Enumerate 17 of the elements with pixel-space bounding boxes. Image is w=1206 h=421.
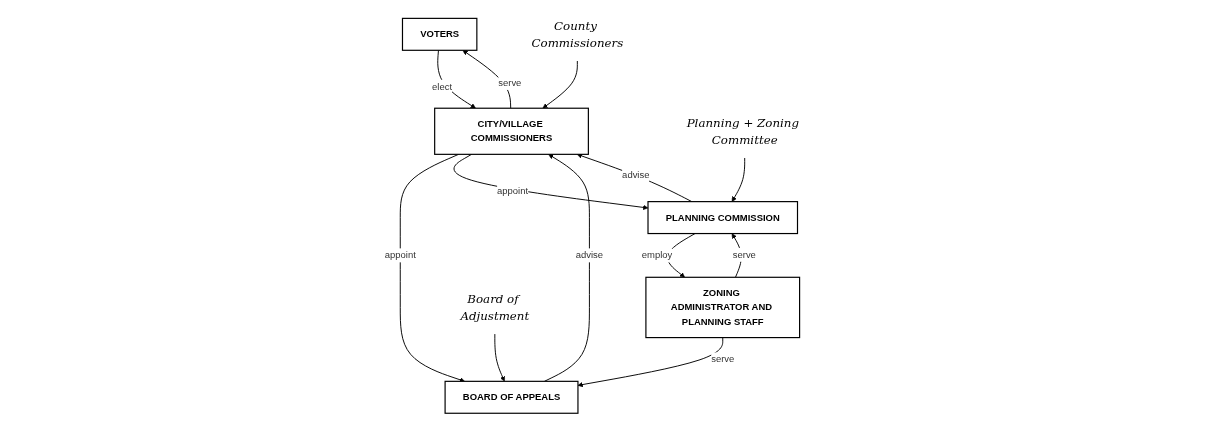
node-box: BOARD OF APPEALS bbox=[444, 380, 579, 414]
edge-label: serve bbox=[732, 249, 756, 260]
edge-label: employ bbox=[641, 250, 673, 261]
edge-label: appoint bbox=[496, 185, 528, 196]
edge-label: appoint bbox=[384, 250, 416, 261]
node-box: VOTERS bbox=[401, 17, 478, 51]
node-box: CITY/VILLAGE COMMISSIONERS bbox=[433, 107, 589, 155]
edge-label: serve bbox=[711, 354, 735, 365]
node-box: ZONING ADMINISTRATOR AND PLANNING STAFF bbox=[645, 276, 801, 339]
node-text: Board of Adjustment bbox=[460, 291, 530, 324]
node-text: County Commissioners bbox=[531, 18, 624, 51]
edge-label: elect bbox=[431, 81, 452, 92]
edge-label: advise bbox=[621, 169, 650, 180]
edge-label: advise bbox=[575, 250, 603, 261]
node-box: PLANNING COMMISSION bbox=[647, 201, 798, 235]
node-text: Planning + Zoning Committee bbox=[686, 115, 799, 148]
edge-label: serve bbox=[498, 77, 522, 88]
